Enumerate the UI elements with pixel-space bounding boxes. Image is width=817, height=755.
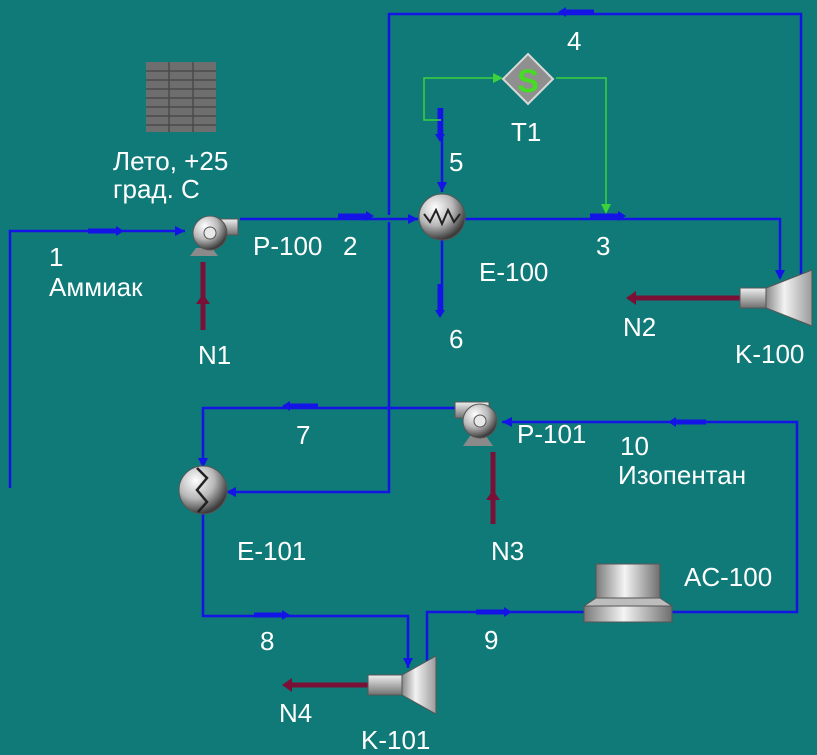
stream-7-label[interactable]: 7	[296, 420, 311, 450]
heat-exchanger-e100-label[interactable]: E-100	[479, 257, 549, 287]
energy-n3-label[interactable]: N3	[491, 536, 525, 566]
stream-6-label[interactable]: 6	[449, 324, 464, 354]
conditions-label-line2: град. С	[113, 174, 200, 204]
stream-1-label[interactable]: 1	[49, 242, 64, 272]
compressor-k100-label[interactable]: K-100	[735, 339, 805, 369]
compressor-k101-label[interactable]: K-101	[361, 725, 431, 755]
pump-p101-icon[interactable]	[454, 401, 498, 446]
heat-exchanger-e101-label[interactable]: E-101	[237, 536, 307, 566]
conditions-label-line1: Лето, +25	[113, 146, 229, 176]
compressor-k101-icon[interactable]	[367, 655, 437, 715]
stream-5-label[interactable]: 5	[449, 147, 464, 177]
compressor-k100-icon[interactable]	[739, 269, 813, 327]
set-operation-t1-icon[interactable]: S	[501, 52, 555, 106]
stream-3-line[interactable]	[465, 217, 782, 278]
air-cooler-ac100-label[interactable]: AC-100	[684, 562, 773, 592]
stream-7-line[interactable]	[201, 406, 455, 468]
heat-exchanger-e100-icon[interactable]	[418, 193, 466, 241]
svg-text:S: S	[517, 63, 538, 99]
stream-1-line[interactable]	[8, 229, 185, 488]
pump-p100-icon[interactable]	[190, 215, 239, 256]
stream-4-line[interactable]	[387, 12, 803, 285]
air-cooler-ac100-icon[interactable]	[582, 563, 674, 623]
pump-p100-label[interactable]: P-100	[253, 231, 323, 261]
stream-10-label[interactable]: 10	[620, 431, 649, 461]
stream-9-label[interactable]: 9	[484, 625, 499, 655]
stream-e101-hot-line[interactable]	[226, 222, 391, 494]
stream-10-line[interactable]	[502, 420, 799, 614]
stream-4-label[interactable]: 4	[567, 26, 582, 56]
energy-n1-label[interactable]: N1	[198, 340, 232, 370]
heat-exchanger-e101-icon[interactable]	[178, 465, 228, 515]
stream-3-label[interactable]: 3	[596, 231, 611, 261]
energy-n2-label[interactable]: N2	[623, 312, 657, 342]
spreadsheet-t1-label[interactable]: T1	[511, 117, 542, 147]
stream-8-line[interactable]	[201, 512, 410, 668]
stream-2-label[interactable]: 2	[343, 231, 358, 261]
energy-n4-label[interactable]: N4	[279, 698, 313, 728]
spreadsheet-logic-line	[423, 77, 607, 212]
stream-8-label[interactable]: 8	[260, 626, 275, 656]
pump-p101-label[interactable]: P-101	[517, 419, 587, 449]
stream-1-fluid-label: Аммиак	[49, 272, 143, 302]
stream-9-line[interactable]	[425, 610, 585, 662]
spreadsheet-grid-icon[interactable]	[146, 62, 216, 132]
stream-10-fluid-label: Изопентан	[618, 460, 747, 490]
